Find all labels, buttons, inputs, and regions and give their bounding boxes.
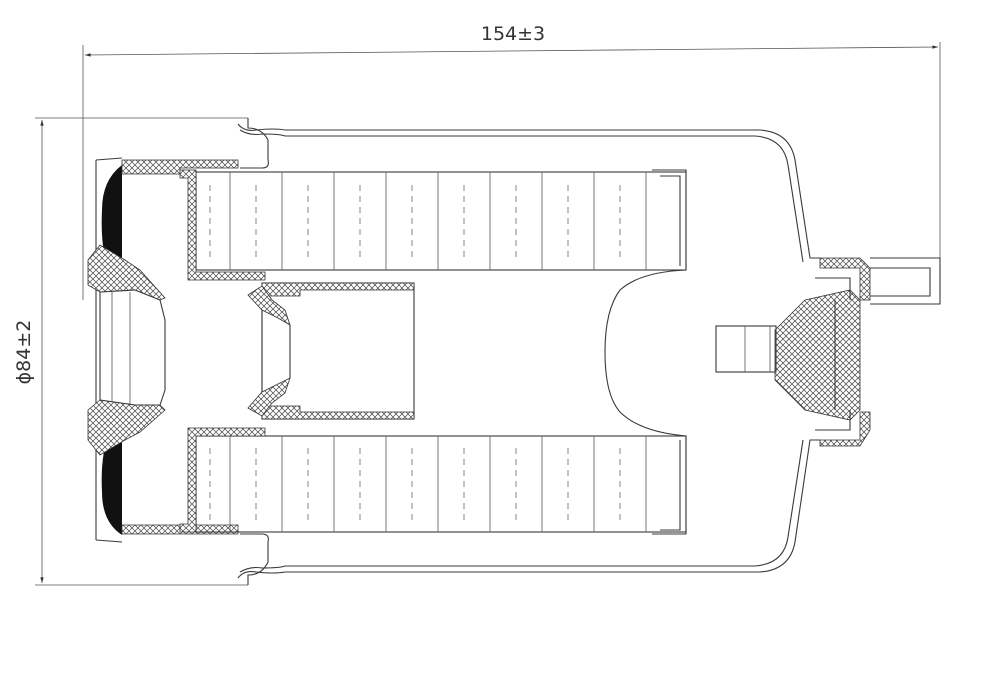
length-dimension: 154±3: [82, 23, 941, 300]
gasket-top: [101, 165, 122, 275]
pleat-lines-bottom: [209, 436, 647, 532]
gasket-bottom: [101, 430, 122, 535]
outer-housing: [237, 118, 820, 585]
bypass-valve-assembly: [715, 257, 941, 447]
outlet-pipe: [870, 257, 941, 305]
length-dimension-label: 154±3: [481, 23, 545, 45]
inlet-stub: [715, 325, 777, 373]
diameter-dimension-label: ϕ84±2: [13, 320, 35, 385]
pleat-lines-top: [209, 172, 647, 270]
diameter-dimension: ϕ84±2: [13, 117, 248, 586]
seal-plate: [87, 157, 239, 543]
filter-element: [179, 169, 687, 535]
center-tube: [247, 282, 415, 420]
